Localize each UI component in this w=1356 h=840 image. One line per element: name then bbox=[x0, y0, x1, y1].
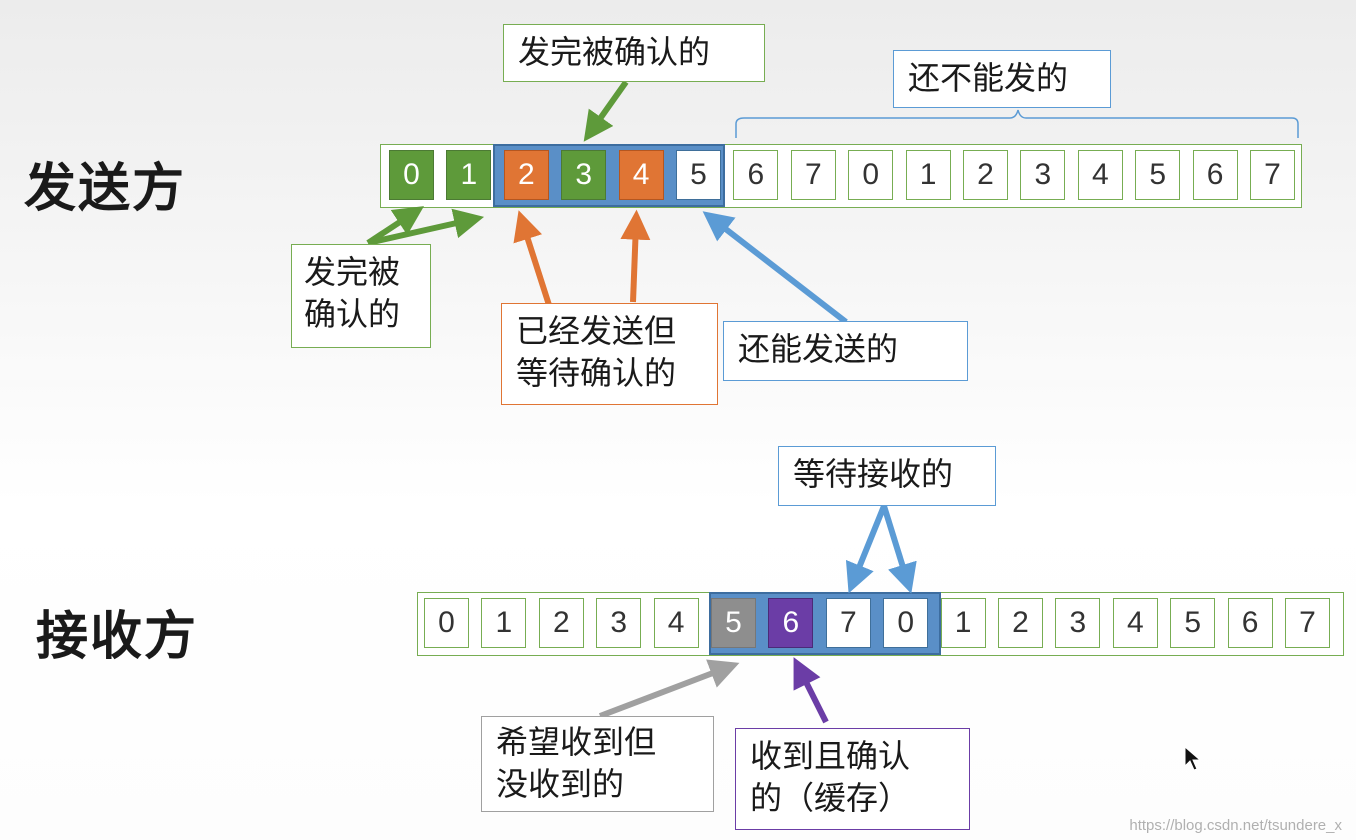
receiver-seq-cell: 3 bbox=[596, 598, 642, 648]
sender-seq-cell: 2 bbox=[503, 150, 549, 200]
sender-title: 发送方 bbox=[24, 159, 187, 219]
sender-seq-cell: 4 bbox=[618, 150, 664, 200]
receiver-seq-cell: 0 bbox=[883, 598, 929, 648]
label-can-send: 还能发送的 bbox=[723, 321, 968, 381]
receiver-seq-cell: 6 bbox=[768, 598, 814, 648]
label-sent-confirmed-left: 发完被 确认的 bbox=[291, 244, 431, 348]
arrow-waiting-receive-7 bbox=[845, 504, 887, 594]
arrow-waiting-receive-0 bbox=[881, 505, 917, 594]
receiver-seq-cell: 3 bbox=[1055, 598, 1101, 648]
brace-cannot-send bbox=[735, 109, 1299, 138]
arrow-sent-confirmed-0 bbox=[366, 206, 425, 246]
sender-seq-cell: 7 bbox=[790, 150, 836, 200]
label-sent-waiting: 已经发送但 等待确认的 bbox=[501, 303, 718, 405]
watermark: https://blog.csdn.net/tsundere_x bbox=[1129, 817, 1342, 834]
label-cannot-send: 还不能发的 bbox=[893, 50, 1111, 108]
receiver-seq-cell: 4 bbox=[1112, 598, 1158, 648]
sender-seq-cell: 5 bbox=[676, 150, 721, 200]
sender-seq-cell: 6 bbox=[733, 150, 779, 200]
arrow-sent-confirmed-top bbox=[583, 80, 629, 142]
receiver-seq-cell: 1 bbox=[940, 598, 986, 648]
sender-seq-cell: 0 bbox=[389, 150, 434, 200]
sender-seq-cell: 0 bbox=[848, 150, 894, 200]
receiver-seq-cell: 7 bbox=[1285, 598, 1330, 648]
receiver-seq-cell: 5 bbox=[1170, 598, 1216, 648]
receiver-seq-cell: 2 bbox=[998, 598, 1043, 648]
sender-seq-cell: 1 bbox=[446, 150, 492, 200]
arrow-sent-confirmed-1 bbox=[367, 208, 485, 246]
receiver-seq-cell: 0 bbox=[424, 598, 469, 648]
receiver-seq-cell: 2 bbox=[538, 598, 584, 648]
sender-seq-cell: 6 bbox=[1192, 150, 1238, 200]
receiver-seq-cell: 4 bbox=[653, 598, 699, 648]
label-waiting-receive: 等待接收的 bbox=[778, 446, 996, 506]
receiver-seq-cell: 6 bbox=[1227, 598, 1273, 648]
receiver-seq-cell: 1 bbox=[481, 598, 527, 648]
sender-seq-cell: 3 bbox=[561, 150, 607, 200]
mouse-cursor-icon bbox=[1184, 746, 1202, 771]
label-sent-confirmed-top: 发完被确认的 bbox=[503, 24, 765, 82]
sender-seq-cell: 5 bbox=[1135, 150, 1181, 200]
sender-seq-cell: 3 bbox=[1020, 150, 1066, 200]
label-expected-not-received: 希望收到但 没收到的 bbox=[481, 716, 714, 812]
arrow-received-buffered bbox=[793, 657, 829, 724]
arrow-expected-not-received bbox=[598, 659, 740, 719]
receiver-title: 接收方 bbox=[36, 607, 199, 667]
sender-seq-cell: 7 bbox=[1250, 150, 1295, 200]
arrow-sent-waiting-2 bbox=[513, 210, 552, 306]
sender-seq-cell: 2 bbox=[963, 150, 1008, 200]
arrow-can-send bbox=[702, 211, 848, 325]
label-received-buffered: 收到且确认 的（缓存） bbox=[735, 728, 970, 830]
receiver-seq-cell: 7 bbox=[825, 598, 871, 648]
sender-seq-cell: 4 bbox=[1077, 150, 1123, 200]
arrow-sent-waiting-4 bbox=[620, 209, 651, 303]
receiver-seq-cell: 5 bbox=[711, 598, 756, 648]
sender-seq-cell: 1 bbox=[905, 150, 951, 200]
